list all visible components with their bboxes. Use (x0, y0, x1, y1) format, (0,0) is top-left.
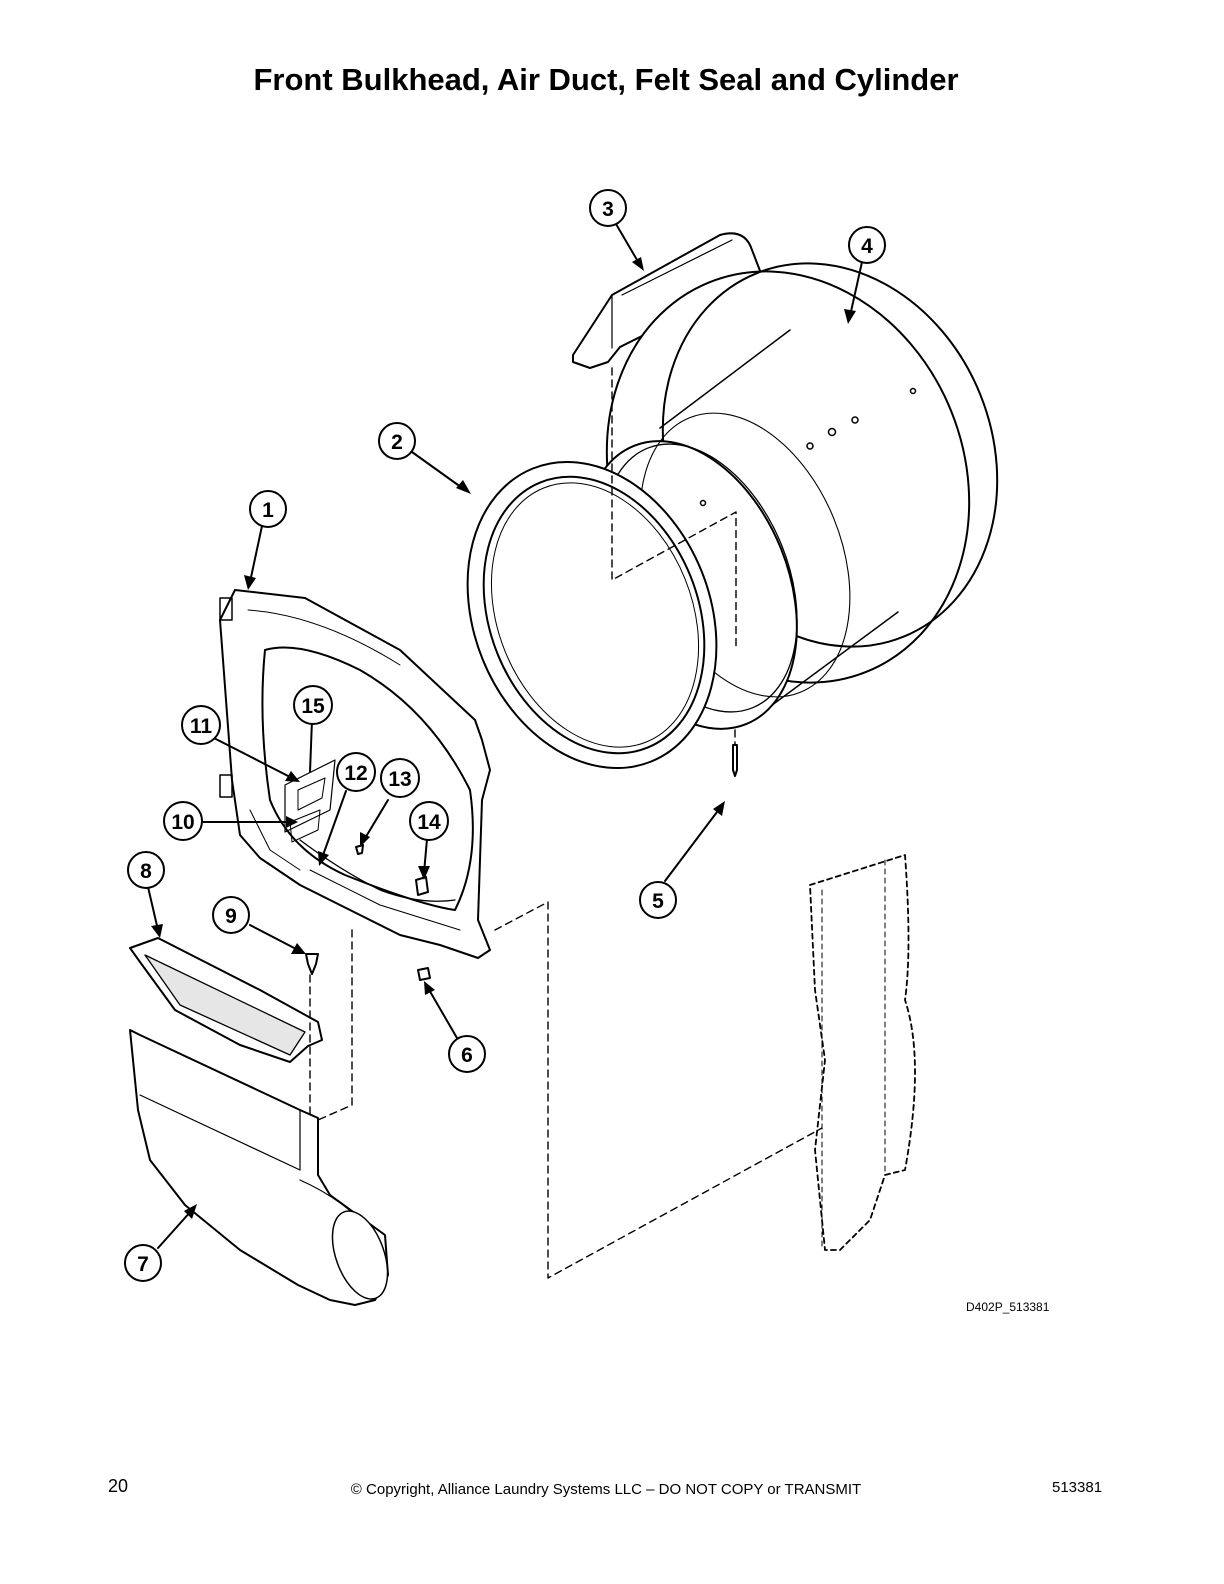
callout-13: 13 (380, 758, 420, 798)
callout-10: 10 (163, 801, 203, 841)
part-2-felt-seal (466, 460, 718, 770)
svg-text:10: 10 (171, 811, 194, 834)
callout-2: 2 (378, 422, 416, 460)
part-8-lint-screen (129, 937, 323, 1063)
page-title: Front Bulkhead, Air Duct, Felt Seal and … (253, 62, 959, 97)
svg-text:12: 12 (344, 762, 367, 785)
callout-1: 1 (249, 490, 287, 528)
svg-text:14: 14 (417, 811, 441, 834)
part-13-screw (355, 844, 364, 855)
svg-text:3: 3 (602, 198, 614, 221)
callout-5: 5 (639, 881, 677, 919)
callout-4: 4 (848, 226, 886, 264)
callout-3: 3 (589, 189, 627, 227)
svg-text:9: 9 (225, 905, 237, 928)
svg-text:4: 4 (861, 235, 873, 258)
callout-11: 11 (181, 705, 221, 745)
svg-text:1: 1 (262, 499, 274, 522)
callout-9: 9 (212, 896, 250, 934)
callout-6: 6 (448, 1035, 486, 1073)
copyright-notice: © Copyright, Alliance Laundry Systems LL… (350, 1481, 862, 1498)
part-14-screw (415, 876, 429, 896)
side-panel-reference (809, 854, 916, 1251)
callout-15: 15 (293, 685, 333, 725)
svg-text:2: 2 (391, 431, 403, 454)
callout-12: 12 (336, 752, 376, 792)
part-9-screw (305, 953, 319, 975)
callout-8: 8 (127, 851, 165, 889)
svg-text:6: 6 (461, 1044, 473, 1067)
svg-text:13: 13 (388, 768, 411, 791)
part-6-screw (417, 967, 431, 981)
callout-14: 14 (409, 801, 449, 841)
drawing-id: D402P_513381 (966, 1300, 1050, 1314)
document-number: 513381 (1052, 1479, 1103, 1496)
part-5-screw (732, 744, 738, 777)
page-number: 20 (108, 1476, 129, 1496)
svg-text:11: 11 (190, 715, 213, 738)
leader-lines (147, 223, 863, 1249)
part-7-air-duct (129, 1029, 389, 1306)
callouts: 1 2 3 4 5 6 7 8 9 10 11 12 13 14 15 (124, 189, 886, 1282)
part-3-baffle (572, 232, 763, 369)
leader-arrowheads (151, 257, 856, 1219)
svg-text:5: 5 (652, 890, 664, 913)
callout-7: 7 (124, 1244, 162, 1282)
assembly-lines (309, 367, 823, 1279)
svg-text:7: 7 (137, 1253, 149, 1276)
svg-text:8: 8 (140, 860, 152, 883)
svg-text:15: 15 (301, 695, 325, 718)
